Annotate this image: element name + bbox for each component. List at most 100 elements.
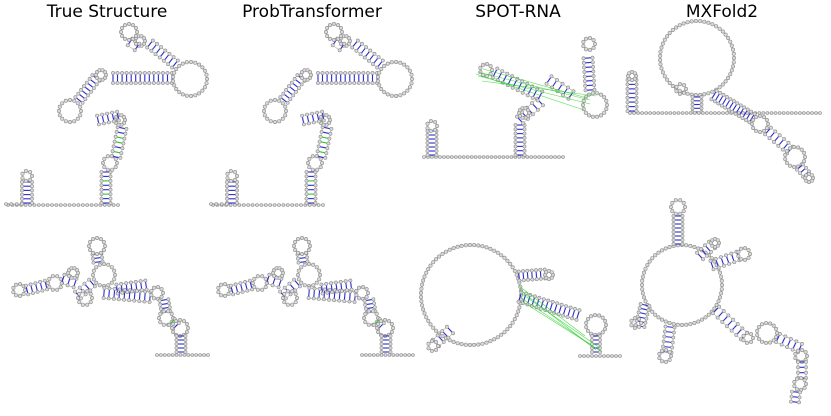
nucleotide — [124, 126, 129, 131]
nucleotide — [110, 167, 115, 172]
nucleotide — [529, 155, 534, 159]
nucleotide — [152, 296, 157, 301]
nucleotide — [590, 60, 595, 65]
nucleotide — [429, 348, 434, 353]
nucleotide — [403, 353, 408, 357]
backbone — [373, 299, 376, 312]
nucleotide — [720, 82, 725, 87]
nucleotide — [549, 270, 554, 275]
nucleotide — [672, 330, 676, 335]
nucleotide — [586, 113, 591, 118]
backbone — [103, 297, 150, 303]
nucleotide — [598, 334, 602, 338]
nucleotide — [671, 230, 676, 234]
nucleotide — [133, 25, 138, 30]
nucleotide — [302, 283, 307, 288]
nucleotide — [438, 155, 442, 159]
nucleotide — [731, 60, 736, 65]
nucleotide — [115, 161, 120, 166]
nucleotide — [56, 109, 61, 114]
nucleotide — [583, 36, 588, 41]
nucleotide — [288, 97, 293, 102]
nucleotide — [703, 243, 707, 248]
nucleotide — [696, 319, 701, 324]
nucleotide — [517, 305, 522, 310]
nucleotide — [598, 342, 602, 346]
nucleotide — [388, 342, 393, 346]
nucleotide — [717, 111, 721, 115]
nucleotide — [86, 93, 91, 98]
nucleotide — [634, 109, 639, 113]
nucleotide — [714, 88, 719, 93]
nucleotide — [115, 109, 120, 114]
nucleotide — [732, 260, 737, 265]
nucleotide — [573, 306, 577, 311]
nucleotide — [88, 248, 93, 253]
nucleotide — [145, 45, 150, 50]
nucleotide — [374, 311, 379, 316]
nucleotide — [409, 72, 414, 77]
nucleotide — [389, 329, 394, 334]
nucleotide — [706, 20, 711, 25]
nucleotide — [643, 320, 648, 325]
nucleotide — [171, 79, 176, 84]
nucleotide — [204, 81, 209, 86]
nucleotide — [689, 19, 694, 24]
nucleotide — [142, 36, 147, 41]
nucleotide — [370, 81, 375, 85]
nucleotide — [226, 291, 231, 296]
nucleotide — [751, 118, 756, 123]
nucleotide — [105, 111, 110, 116]
nucleotide — [28, 177, 33, 182]
nucleotide — [463, 342, 468, 347]
nucleotide — [4, 202, 8, 206]
nucleotide — [420, 282, 425, 287]
nucleotide — [307, 165, 312, 170]
nucleotide — [158, 302, 163, 307]
nucleotide — [658, 49, 663, 54]
nucleotide — [521, 278, 526, 283]
nucleotide — [287, 281, 292, 286]
nucleotide — [693, 18, 698, 23]
nucleotide — [108, 183, 113, 188]
nucleotide — [88, 300, 93, 305]
nucleotide — [128, 280, 133, 285]
nucleotide — [799, 147, 804, 152]
nucleotide — [492, 248, 497, 253]
nucleotide — [50, 274, 55, 279]
nucleotide — [295, 250, 300, 255]
nucleotide — [163, 48, 168, 53]
nucleotide — [660, 111, 665, 115]
nucleotide — [127, 37, 132, 42]
nucleotide — [85, 203, 89, 207]
nucleotide — [719, 287, 724, 292]
nucleotide — [794, 387, 799, 392]
nucleotide — [317, 268, 322, 273]
nucleotide — [175, 58, 180, 63]
nucleotide — [763, 132, 768, 137]
nucleotide — [488, 246, 493, 251]
nucleotide — [361, 315, 366, 320]
nucleotide — [166, 62, 170, 67]
nucleotide — [428, 119, 433, 124]
nucleotide — [376, 329, 381, 334]
nucleotide — [513, 123, 518, 127]
nucleotide — [749, 339, 754, 344]
nucleotide — [371, 62, 375, 67]
nucleotide — [379, 342, 384, 346]
column-title-mxfold2: MXFold2 — [685, 2, 759, 22]
nucleotide — [493, 155, 498, 159]
nucleotide — [103, 244, 108, 249]
nucleotide — [781, 111, 786, 115]
nucleotide — [348, 278, 353, 283]
nucleotide — [577, 308, 582, 313]
backbone — [438, 333, 454, 347]
nucleotide — [293, 240, 298, 245]
nucleotide — [488, 339, 493, 344]
nucleotide — [338, 81, 343, 85]
nucleotide — [793, 356, 798, 361]
nucleotide — [701, 257, 705, 262]
nucleotide — [303, 250, 308, 255]
nucleotide — [108, 192, 113, 197]
nucleotide — [280, 116, 285, 121]
